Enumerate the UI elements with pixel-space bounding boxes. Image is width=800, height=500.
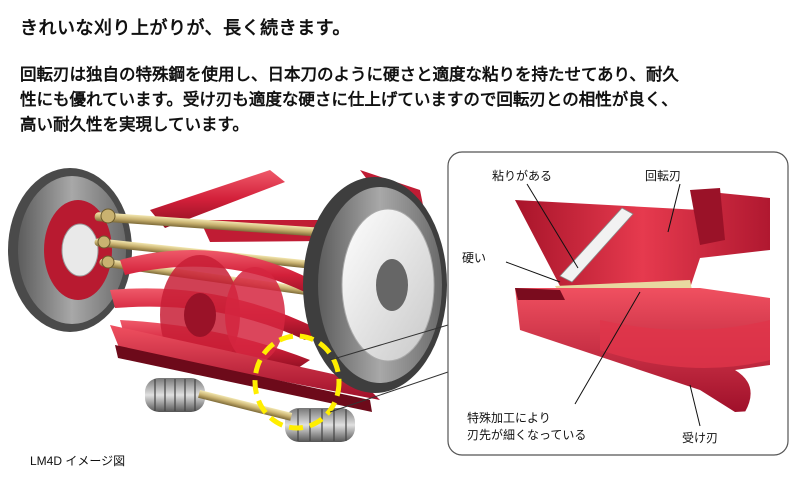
heading: きれいな刈り上がりが、長く続きます。 [20, 18, 351, 39]
figure-caption: LM4D イメージ図 [30, 454, 126, 468]
callout-rotary-blade: 回転刃 [645, 169, 681, 183]
callout-hard: 硬い [462, 251, 486, 265]
body-line-3: 高い耐久性を実現しています。 [20, 115, 249, 134]
callout-special-process-2: 刃先が細くなっている [467, 427, 586, 442]
bed-knife-body [110, 325, 380, 400]
body-line-2: 性にも優れています。受け刃も適度な硬さに仕上げていますので回転刃との相性が良く、 [20, 90, 678, 109]
lawnmower-illustration: 粘りがある 回転刃 硬い 特殊加工により 刃先が細くなっている 受け刃 [8, 151, 789, 456]
body-line-1: 回転刃は独自の特殊鋼を使用し、日本刀のように硬さと適度な粘りを持たせてあり、耐久 [20, 65, 679, 84]
right-wheel [303, 170, 447, 393]
highlight-circle [252, 333, 342, 431]
callout-tenacity: 粘りがある [492, 168, 552, 183]
left-wheel [8, 168, 132, 332]
callout-special-process-1: 特殊加工により [467, 410, 551, 425]
detail-inset: 粘りがある 回転刃 硬い 特殊加工により 刃先が細くなっている 受け刃 [447, 151, 789, 456]
reel-blades [110, 250, 330, 375]
roller-springs [145, 378, 355, 442]
callout-bed-knife: 受け刃 [682, 431, 718, 445]
body-paragraph: 回転刃は独自の特殊鋼を使用し、日本刀のように硬さと適度な粘りを持たせてあり、耐久… [20, 62, 788, 137]
